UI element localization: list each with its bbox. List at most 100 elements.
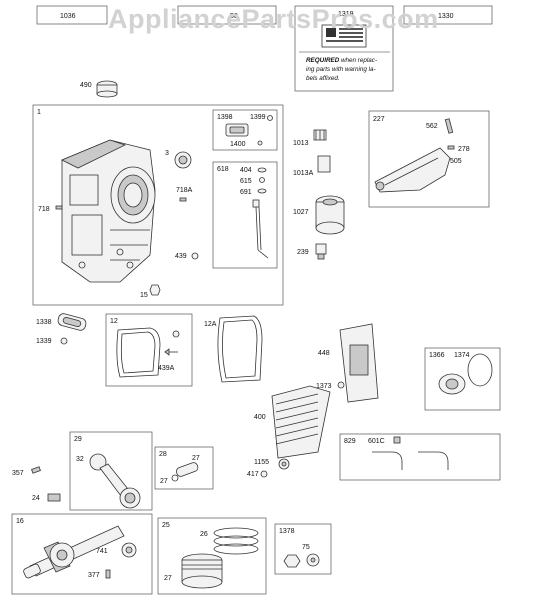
watermark-text: AppliancePartsPros.com (108, 4, 439, 34)
callout-439: 439 (175, 253, 187, 260)
callout-26: 26 (200, 531, 208, 538)
box-227-breather: 227 562 278 505 (368, 110, 490, 208)
gasket-12A-icon (217, 315, 263, 383)
box-829-frame (339, 433, 501, 481)
gasket-12-icon (116, 327, 161, 378)
callout-1338: 1338 (36, 319, 52, 326)
callout-448: 448 (318, 350, 330, 357)
box-28-frame (154, 446, 214, 490)
box-1366-frame (424, 347, 501, 411)
box-25-frame (157, 517, 267, 595)
callout-27c: 27 (164, 575, 172, 582)
callout-741: 741 (96, 548, 108, 555)
piston-ring-3-icon (213, 543, 259, 555)
box-16-crankshaft: 16 741 377 (11, 513, 153, 595)
box-618-number: 618 (217, 166, 229, 173)
box-29-frame (69, 431, 153, 511)
callout-615: 615 (240, 178, 252, 185)
o-ring-1374-icon (467, 353, 493, 387)
box-16-number: 16 (16, 518, 24, 525)
callout-32: 32 (76, 456, 84, 463)
callout-278: 278 (458, 146, 470, 153)
callout-562: 562 (426, 123, 438, 130)
bolt-562-icon (444, 118, 454, 134)
callout-27b: 27 (160, 478, 168, 485)
nut-icon (283, 554, 301, 568)
box-1378-number: 1378 (279, 528, 295, 535)
adapter-1013A-icon (317, 155, 331, 173)
box-28-number: 28 (159, 451, 167, 458)
callout-12A: 12A (204, 321, 217, 328)
box-12-frame (105, 313, 193, 387)
callout-24: 24 (32, 495, 40, 502)
tab-1036-label: 1036 (60, 13, 76, 20)
callout-1155: 1155 (254, 459, 269, 466)
callout-601C: 601C (368, 438, 385, 445)
oil-switch-icon (315, 243, 327, 255)
rod-small-end-icon (89, 453, 107, 471)
callout-1339: 1339 (36, 338, 52, 345)
callout-27a: 27 (192, 455, 200, 462)
key-377-icon (105, 569, 111, 579)
callout-15: 15 (140, 292, 148, 299)
box-1398-frame (212, 109, 278, 151)
seal-404-icon (257, 167, 267, 173)
box-1366-adapter: 1366 1374 (424, 347, 501, 411)
oil-filter-group: 1013 1013A 1027 239 (293, 129, 345, 260)
box-29-number: 29 (74, 436, 82, 443)
top-tabs: 1036 58 1319 1330 (36, 5, 493, 92)
callout-1399: 1399 (250, 114, 266, 121)
box-227-frame (368, 110, 490, 208)
callout-377: 377 (88, 572, 100, 579)
box-29-connecting-rod: 29 32 (69, 431, 153, 511)
callout-691: 691 (240, 189, 252, 196)
bolt-1399-icon (267, 115, 273, 121)
callout-400: 400 (254, 414, 266, 421)
warning-text-2: ing parts with warning la- (306, 66, 376, 73)
callout-505: 505 (450, 158, 462, 165)
box-1398-number: 1398 (217, 114, 233, 121)
box-829-hoses: 829 601C (339, 433, 501, 481)
key-24-icon (47, 493, 61, 502)
pin-718-icon (55, 205, 63, 210)
box-618-frame (212, 161, 278, 269)
callout-239: 239 (297, 249, 309, 256)
screw-1339-icon (60, 337, 68, 345)
clamp-601C-icon (393, 436, 401, 444)
ring-615-icon (259, 177, 265, 183)
box-25-piston: 25 26 27 (157, 517, 267, 595)
callout-404: 404 (240, 167, 252, 174)
callout-417: 417 (247, 471, 259, 478)
callout-1374: 1374 (454, 352, 470, 359)
tab-1330-label: 1330 (438, 13, 454, 20)
callout-439A: 439A (158, 365, 175, 372)
warning-text-3: bels affixed. (306, 75, 340, 82)
tab-1330-box (403, 5, 493, 25)
callout-1013: 1013 (293, 140, 309, 147)
warning-decal: REQUIRED when replac- ing parts with war… (299, 24, 390, 82)
part-490: 490 (80, 80, 118, 98)
box-829-number: 829 (344, 438, 356, 445)
dipstick-cap-icon (252, 199, 260, 208)
callout-1400: 1400 (230, 141, 246, 148)
warning-label-box (294, 5, 394, 92)
callout-1027: 1027 (293, 209, 309, 216)
crankshaft-icon (29, 525, 125, 577)
box-12-gasket: 12 439A (105, 313, 193, 387)
seal-691-icon (257, 188, 267, 194)
callout-718: 718 (38, 206, 50, 213)
piston-ring-1-icon (213, 527, 259, 539)
callout-357: 357 (12, 470, 24, 477)
nut-417-icon (260, 470, 268, 478)
box-16-frame (11, 513, 153, 595)
box-28-piston-pin: 28 27 27 (154, 446, 214, 490)
part-400: 400 1155 417 (247, 385, 331, 478)
box-1-frame (32, 104, 284, 306)
hose-1-icon (372, 451, 403, 470)
tab-1036-box (36, 5, 108, 25)
box-1-number: 1 (37, 109, 41, 116)
pin-718A-icon (179, 197, 187, 202)
tab-58-box (177, 5, 277, 25)
dipstick-icon (255, 206, 259, 251)
